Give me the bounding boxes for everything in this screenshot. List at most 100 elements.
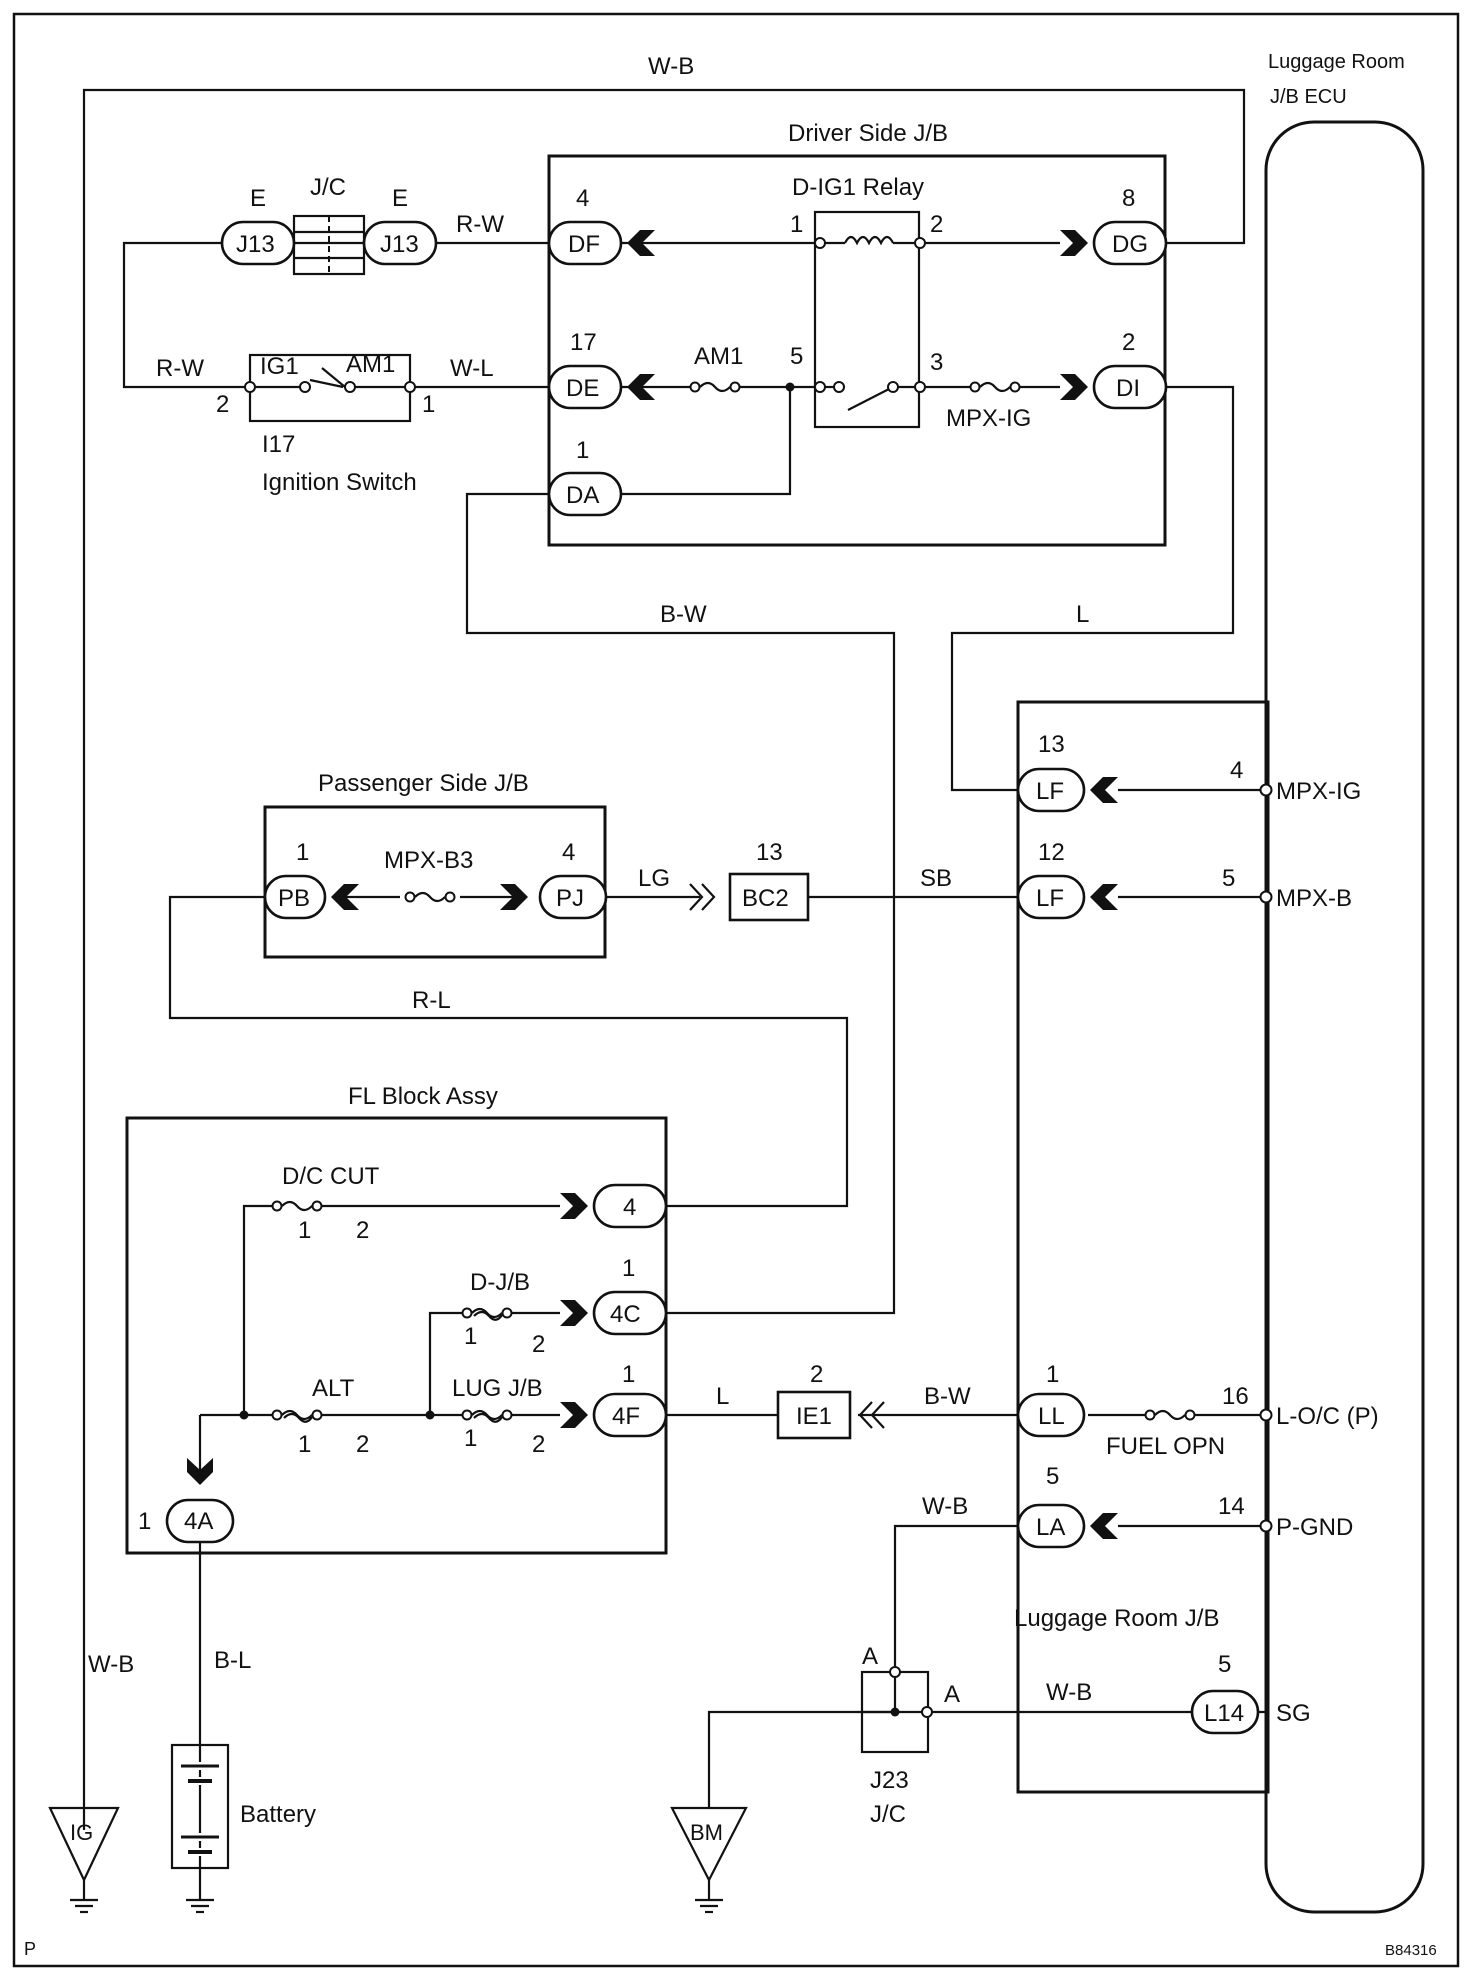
ecu-loc-pin: 16 (1222, 1383, 1249, 1410)
lf-top-code: LF (1036, 778, 1064, 805)
d-ig1-relay (813, 210, 921, 429)
ll-pin: 1 (1046, 1361, 1059, 1388)
lf-bottom-code: LF (1036, 885, 1064, 912)
fuse-label-fuel-opn: FUEL OPN (1106, 1433, 1225, 1460)
ecu-loc-label: L-O/C (P) (1276, 1403, 1379, 1430)
ecu-title-line1: Luggage Room (1268, 51, 1405, 73)
fuse-label-mpx-ig: MPX-IG (946, 405, 1031, 432)
corner-p-label: P (24, 1939, 36, 1959)
fuse-label-am1: AM1 (694, 343, 743, 370)
fuse-label-alt: ALT (312, 1375, 355, 1402)
da-pin: 1 (576, 437, 589, 464)
ignition-switch-name: Ignition Switch (262, 469, 417, 496)
dc-cut-pin-1: 1 (298, 1217, 311, 1244)
relay-pin-2: 2 (930, 211, 943, 238)
ig1-label: IG1 (260, 353, 299, 380)
wire-label-rw-top: R-W (456, 211, 504, 238)
fuse-dc-cut (271, 1200, 323, 1212)
connector-l14 (1190, 1689, 1260, 1735)
fuse-alt (271, 1409, 323, 1423)
connector-4a (165, 1458, 235, 1544)
wire-label-l-low: L (716, 1383, 729, 1410)
wire-l-mid (950, 385, 1235, 792)
figure-code: B84316 (1385, 1942, 1437, 1959)
ground-bm-label: BM (690, 1820, 723, 1845)
ground-battery (186, 1898, 214, 1914)
alt-pin-1: 1 (298, 1431, 311, 1458)
lf-bottom-pin: 12 (1038, 839, 1065, 866)
wire-label-sb: SB (920, 865, 952, 892)
ecu-pgnd-label: P-GND (1276, 1514, 1353, 1541)
c4-code: 4 (623, 1194, 636, 1221)
connector-lf-top (1016, 767, 1118, 813)
c4f-code: 4F (612, 1403, 640, 1430)
j13-right-code: J13 (380, 231, 419, 258)
relay-coil (844, 235, 894, 246)
driver-side-jb-box (547, 154, 1167, 547)
luggage-room-jb-ecu-box (1264, 120, 1425, 1914)
fl-block-assy-box (125, 1116, 668, 1555)
dg-code: DG (1112, 231, 1148, 258)
wire-label-bw-mid: B-W (660, 601, 707, 628)
ecu-pgnd-pin: 14 (1218, 1493, 1245, 1520)
j13-left-pin: E (250, 185, 266, 212)
driver-side-jb-title: Driver Side J/B (788, 120, 948, 147)
battery-label: Battery (240, 1801, 316, 1828)
connector-df (547, 220, 655, 266)
wire-label-wb-la: W-B (922, 1493, 968, 1520)
la-pin: 5 (1046, 1463, 1059, 1490)
ign-pin-2: 2 (216, 391, 229, 418)
la-code: LA (1036, 1514, 1065, 1541)
l14-pin: 5 (1218, 1651, 1231, 1678)
luggage-room-jb-box (1016, 700, 1270, 1794)
connector-bc2 (689, 872, 810, 922)
ecu-mpx-b-pin: 5 (1222, 865, 1235, 892)
fuse-mpx-b3 (404, 891, 456, 903)
fuse-lug-jb (461, 1409, 513, 1423)
relay-name: D-IG1 Relay (792, 174, 924, 201)
j13-left-code: J13 (236, 231, 275, 258)
bc2-pin: 13 (756, 839, 783, 866)
c4a-code: 4A (184, 1508, 213, 1535)
connector-ll (1016, 1392, 1086, 1438)
ie1-pin: 2 (810, 1361, 823, 1388)
fl-block-assy-title: FL Block Assy (348, 1083, 498, 1110)
da-code: DA (566, 482, 599, 509)
wire-label-wl: W-L (450, 355, 494, 382)
j23-a-top: A (862, 1643, 878, 1670)
pb-pin: 1 (296, 839, 309, 866)
junction-connector-j23 (860, 1666, 933, 1754)
battery-symbol (170, 1743, 230, 1870)
connector-4 (560, 1183, 668, 1229)
junction-connector-jc (292, 214, 366, 276)
j23-a-right: A (944, 1681, 960, 1708)
ecu-pin-loc (1259, 1408, 1273, 1422)
ground-ig-label: IG (70, 1820, 93, 1845)
splice-5 (785, 382, 795, 392)
pj-pin: 4 (562, 839, 575, 866)
j13-right-pin: E (392, 185, 408, 212)
c4a-pin: 1 (138, 1508, 151, 1535)
c4c-code: 4C (610, 1301, 641, 1328)
c4f-pin: 1 (622, 1361, 635, 1388)
l14-code: L14 (1204, 1700, 1244, 1727)
connector-da (547, 471, 623, 517)
wire-bw-mid (465, 492, 896, 1315)
dg-pin: 8 (1122, 185, 1135, 212)
relay-pin-5: 5 (790, 343, 803, 370)
connector-ie1 (776, 1390, 885, 1440)
j23-jc-label: J/C (870, 1801, 906, 1828)
de-pin: 17 (570, 329, 597, 356)
connector-dg (1060, 220, 1168, 266)
wire-label-wb-left: W-B (88, 1651, 134, 1678)
di-pin: 2 (1122, 329, 1135, 356)
fuse-label-dc-cut: D/C CUT (282, 1163, 380, 1190)
wire-label-rw-left: R-W (156, 355, 204, 382)
wire-label-wb-top: W-B (648, 53, 694, 80)
fuse-d-jb (461, 1307, 513, 1321)
c4c-pin: 1 (622, 1255, 635, 1282)
connector-di (1060, 364, 1168, 410)
ecu-pin-mpx-ig (1259, 783, 1273, 797)
fuse-label-mpx-b3: MPX-B3 (384, 847, 473, 874)
connector-pb (263, 874, 359, 920)
